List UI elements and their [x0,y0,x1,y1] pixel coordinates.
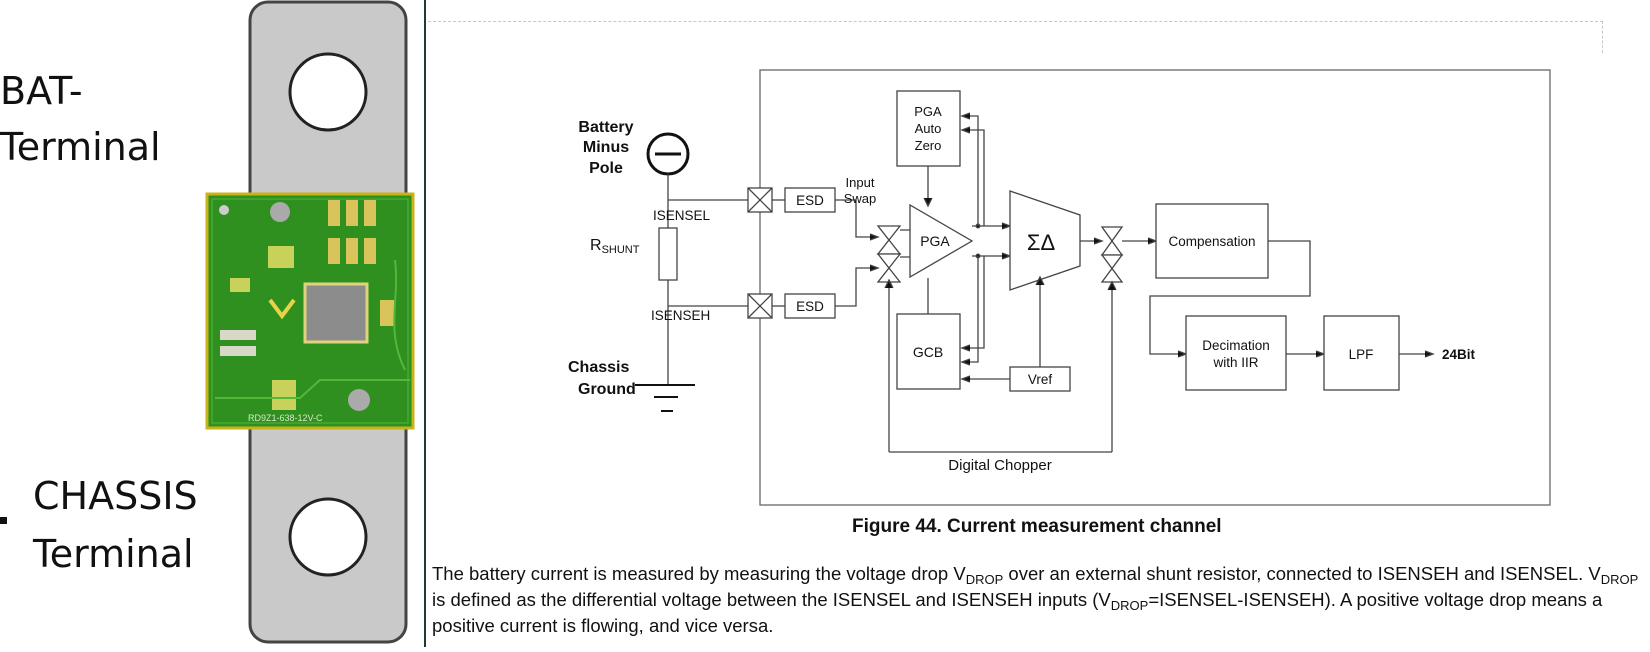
pga-auto-zero-label-line1: PGA [914,104,942,119]
shunt-illustration: RD9Z1-638-12V-C [205,0,415,644]
lpf-label: LPF [1349,347,1374,362]
compensation-block [1155,203,1269,279]
esd-top-label: ESD [796,193,824,208]
chassis-terminal-label-line1: CHASSIS [33,474,198,518]
chassis-label-line1: Chassis [568,359,629,376]
panel-divider [424,0,426,647]
dashed-frame-right [1602,21,1603,53]
bat-terminal-label-line1: BAT- [0,69,83,113]
pcb-silkscreen-text: RD9Z1-638-12V-C [248,413,323,423]
pga-auto-zero-block [896,90,961,167]
input-swap-label-line1: Input [846,175,875,190]
decimation-block [1185,315,1287,391]
gcb-block [896,313,961,390]
pga-amplifier [909,203,974,279]
gcb-label: GCB [913,344,943,360]
output-chopper [1100,226,1124,256]
chassis-terminal-label-line2: Terminal [33,532,194,576]
bolt-hole-top [288,52,368,132]
sigma-delta-label: ΣΔ [1027,230,1056,255]
bat-terminal-label-line2: Terminal [0,125,161,169]
lpf-block [1323,315,1400,391]
bullet-marker [0,517,7,524]
sigma-delta-modulator [1009,190,1081,291]
figure-caption: Figure 44. Current measurement channel [852,516,1222,537]
bolt-hole-bottom [288,497,368,577]
isensel-label: ISENSEL [653,208,711,223]
device-boundary [759,69,1551,506]
rshunt-label: RSHUNT [590,237,640,256]
input-swap [876,225,902,255]
dashed-frame-top [428,21,1603,22]
description-paragraph: The battery current is measured by measu… [432,563,1639,636]
decimation-label-line1: Decimation [1202,338,1270,353]
shunt-photo-panel: RD9Z1-638-12V-C BAT- Terminal CHASSIS Te… [0,0,424,647]
pcb-ic [303,282,369,344]
pga-auto-zero-label-line3: Zero [915,138,942,153]
esd-bottom-label: ESD [796,299,824,314]
battery-label-line1: Battery [578,119,633,136]
shunt-resistor [658,227,678,281]
battery-label-line2: Minus [583,139,629,156]
digital-chopper-label: Digital Chopper [948,457,1051,474]
chassis-label-line2: Ground [578,381,636,398]
input-swap-label-line2: Swap [844,191,877,206]
battery-label-line3: Pole [589,160,623,177]
vref-label: Vref [1028,372,1053,387]
pga-label: PGA [920,233,950,249]
output-label: 24Bit [1442,347,1476,362]
pcb-board: RD9Z1-638-12V-C [205,192,415,430]
decimation-label-line2: with IIR [1212,355,1258,370]
current-measurement-diagram: Battery Minus Pole RSHUNT ISENSEL ISENSE… [568,69,1551,506]
isenseh-label: ISENSEH [651,308,710,323]
pga-auto-zero-label-line2: Auto [915,121,942,136]
compensation-label: Compensation [1168,234,1255,249]
